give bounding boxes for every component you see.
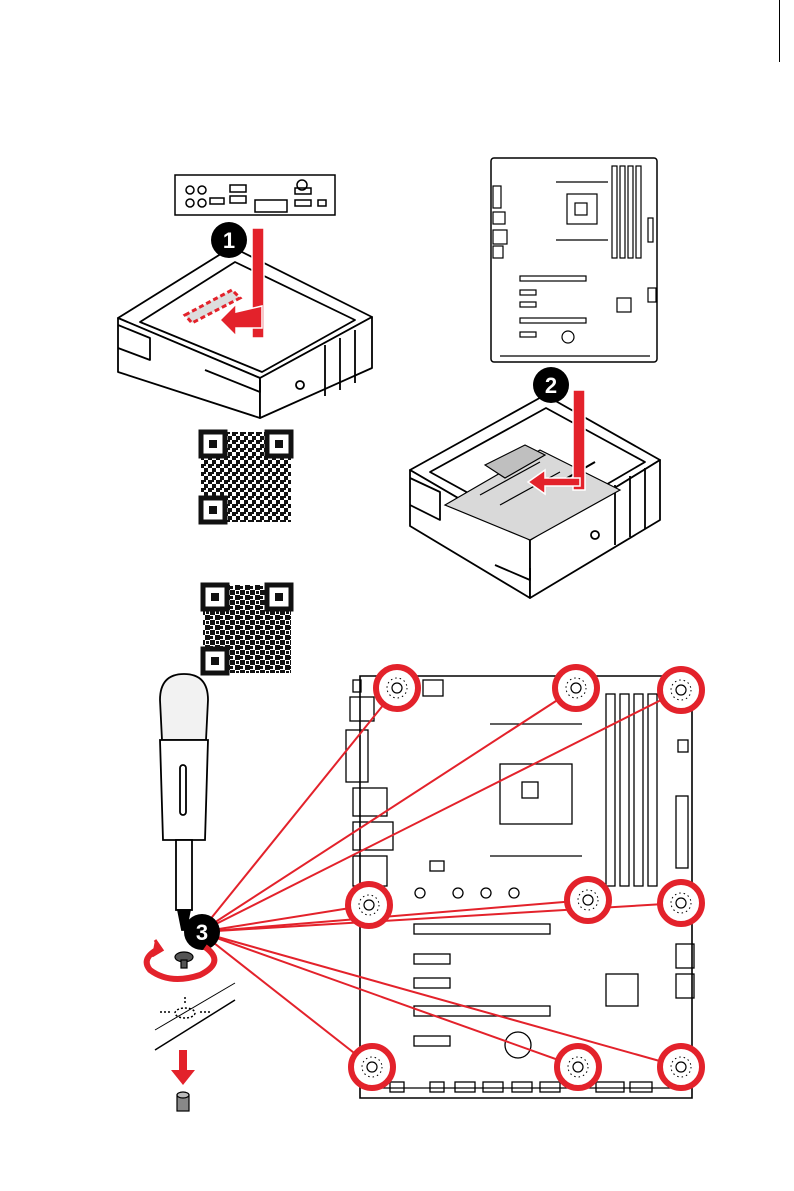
screw-hole bbox=[660, 669, 702, 711]
screw-pointer-lines bbox=[200, 688, 681, 1067]
screw-hole bbox=[660, 882, 702, 924]
step-number-1: 1 bbox=[223, 228, 235, 253]
screw-install-video-qr bbox=[203, 585, 291, 673]
motherboard-diagram-small bbox=[491, 158, 657, 362]
step-number-3: 3 bbox=[196, 920, 208, 945]
screw-hole bbox=[555, 667, 597, 709]
io-shield-video-qr bbox=[201, 432, 291, 522]
standoff-icon bbox=[177, 1092, 189, 1111]
screw-hole bbox=[351, 1046, 393, 1088]
mounting-plate bbox=[155, 983, 235, 1050]
step-number-2: 2 bbox=[545, 373, 557, 398]
screw-hole bbox=[567, 879, 609, 921]
screw-icon bbox=[175, 952, 193, 968]
motherboard-diagram-large bbox=[346, 676, 694, 1098]
io-shield-panel bbox=[175, 175, 335, 215]
pc-case-step1 bbox=[118, 247, 372, 418]
screw-hole bbox=[557, 1046, 599, 1088]
screw-hole-markers bbox=[348, 667, 702, 1088]
screw-hole bbox=[376, 667, 418, 709]
screw-hole bbox=[348, 884, 390, 926]
screw-hole bbox=[660, 1046, 702, 1088]
screwdriver-icon bbox=[160, 674, 208, 930]
down-arrow-icon bbox=[171, 1050, 195, 1085]
